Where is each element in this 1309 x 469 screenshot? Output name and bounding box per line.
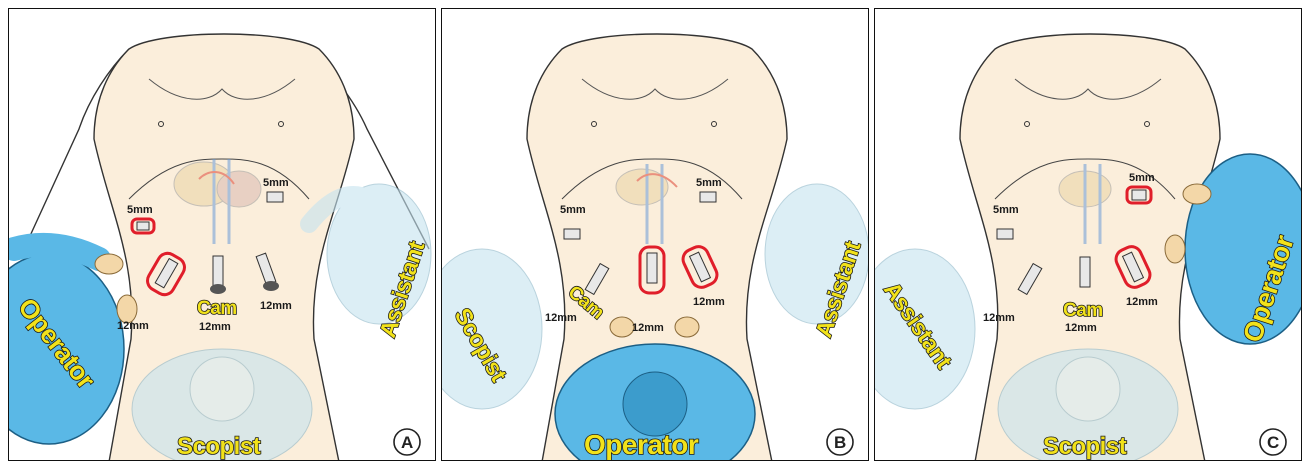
camera-label: Cam	[197, 298, 237, 319]
panel-a-illustration: Assistant Scopist Operator 5mm 5mm 12m	[9, 9, 436, 461]
panel-c: Assistant Scopist Operator 5mm 5mm 12mm	[874, 8, 1302, 461]
panel-c-illustration: Assistant Scopist Operator 5mm 5mm 12mm	[875, 9, 1302, 461]
camera-port	[1080, 257, 1090, 287]
panel-b-illustration: Scopist Assistant Operator 5mm 5mm Cam	[442, 9, 869, 461]
port-12mm-right-label: 12mm	[260, 300, 292, 312]
port-12mm-left-label: 12mm	[983, 312, 1015, 324]
scopist-label: Scopist	[1043, 433, 1127, 460]
panel-letter: A	[401, 433, 413, 452]
port-12mm-right-label: 12mm	[1126, 296, 1158, 308]
port-5mm-right	[700, 192, 716, 202]
port-5mm-right-label: 5mm	[1129, 172, 1155, 184]
port-12mm-right-label: 12mm	[693, 296, 725, 308]
operator-glove-right	[117, 295, 137, 323]
port-5mm-right-label: 5mm	[696, 177, 722, 189]
port-5mm-left-label: 5mm	[993, 204, 1019, 216]
port-12mm-left-label: 12mm	[545, 312, 577, 324]
port-5mm-left	[997, 229, 1013, 239]
panel-a: Assistant Scopist Operator 5mm 5mm 12m	[8, 8, 436, 461]
port-12mm-left-label: 12mm	[117, 320, 149, 332]
port-5mm-right-label: 5mm	[263, 177, 289, 189]
operator-glove-left	[610, 317, 634, 337]
operator-glove-left	[1183, 184, 1211, 204]
panel-letter: B	[834, 433, 846, 452]
port-5mm-left	[564, 229, 580, 239]
port-5mm-left-label: 5mm	[127, 204, 153, 216]
camera-size-label: 12mm	[199, 321, 231, 333]
operator-label: Operator	[584, 429, 699, 460]
port-5mm-left-label: 5mm	[560, 204, 586, 216]
panel-b: Scopist Assistant Operator 5mm 5mm Cam	[441, 8, 869, 461]
operator-glove-right	[1165, 235, 1185, 263]
panel-letter: C	[1267, 433, 1279, 452]
camera-size-label: 12mm	[1065, 322, 1097, 334]
port-5mm-right	[267, 192, 283, 202]
operator-glove-right	[675, 317, 699, 337]
camera-size-label: 12mm	[632, 322, 664, 334]
camera-label: Cam	[1063, 300, 1103, 321]
operator-glove-left	[95, 254, 123, 274]
scopist-label: Scopist	[177, 433, 261, 460]
